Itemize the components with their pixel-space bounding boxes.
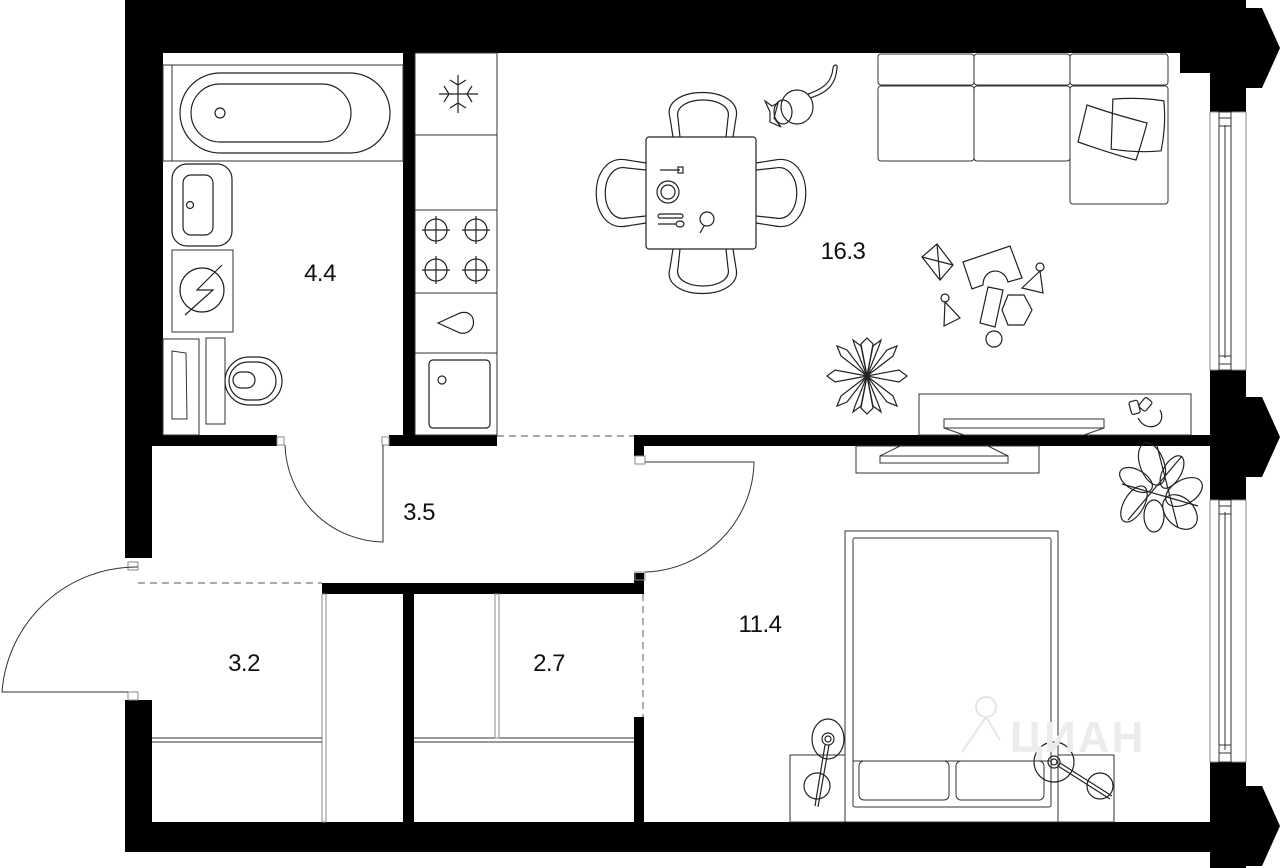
bedroom-door[interactable] <box>634 455 755 581</box>
kitchen-sink-icon <box>436 311 474 334</box>
plant-icon <box>826 337 908 415</box>
walls <box>125 0 1280 868</box>
headphones-icon <box>1128 397 1163 428</box>
closet-shelves <box>152 593 634 823</box>
window-living <box>1209 111 1247 371</box>
washing-machine-icon <box>171 249 234 333</box>
room-area-living-kitchen: 16.3 <box>820 238 866 265</box>
room-area-bedroom: 11.4 <box>738 611 782 638</box>
room-area-bathroom: 4.4 <box>304 260 336 287</box>
bathtub-icon <box>162 64 404 162</box>
dining-table-icon <box>645 136 757 250</box>
plant-icon <box>1119 441 1203 533</box>
room-area-hallway: 3.5 <box>403 499 435 526</box>
bathroom-door[interactable] <box>276 436 390 543</box>
room-area-entrance: 3.2 <box>228 650 260 677</box>
nightstand-icon <box>789 754 1115 823</box>
double-bed-icon <box>844 530 1059 823</box>
watermark-text: ЦИАН <box>1010 713 1145 762</box>
window-bedroom <box>1209 499 1247 763</box>
toilet-icon <box>205 337 283 425</box>
stove-icon <box>422 216 490 284</box>
sofa-icon <box>877 53 1169 205</box>
cat-icon <box>763 64 838 128</box>
dishwasher-icon <box>428 359 491 429</box>
entrance-door[interactable] <box>1 561 139 701</box>
tv-icon <box>855 445 1040 474</box>
room-area-wardrobe: 2.7 <box>533 650 565 677</box>
kitchen-counter <box>414 52 498 436</box>
fridge-icon <box>439 75 478 113</box>
chair-icon <box>595 92 807 294</box>
installation-icon <box>162 338 200 436</box>
tv-stand-icon <box>918 393 1192 436</box>
sink-icon <box>163 160 233 247</box>
lamp-icon <box>803 718 1114 808</box>
watermark: ЦИАН <box>961 696 1145 762</box>
toys-icon <box>921 243 1045 348</box>
pillow-icon <box>1077 97 1166 161</box>
